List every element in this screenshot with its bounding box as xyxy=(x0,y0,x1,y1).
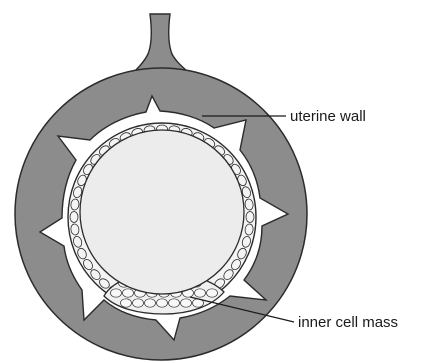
uterine-stalk xyxy=(132,14,190,74)
inner-cell xyxy=(181,299,192,307)
inner-cell xyxy=(133,299,144,307)
inner-cell xyxy=(145,299,156,307)
uterine-wall-label: uterine wall xyxy=(290,108,366,125)
blastocoel xyxy=(80,130,244,294)
inner-cell xyxy=(195,289,206,297)
trophoblast-cell xyxy=(70,212,78,223)
inner-cell xyxy=(207,289,218,297)
inner-cell xyxy=(121,299,132,307)
inner-cell-mass-label: inner cell mass xyxy=(298,314,398,331)
inner-cell xyxy=(123,289,134,297)
inner-cell xyxy=(169,299,180,307)
inner-cell xyxy=(111,289,122,297)
trophoblast-cell xyxy=(246,212,254,223)
inner-cell xyxy=(157,299,168,307)
